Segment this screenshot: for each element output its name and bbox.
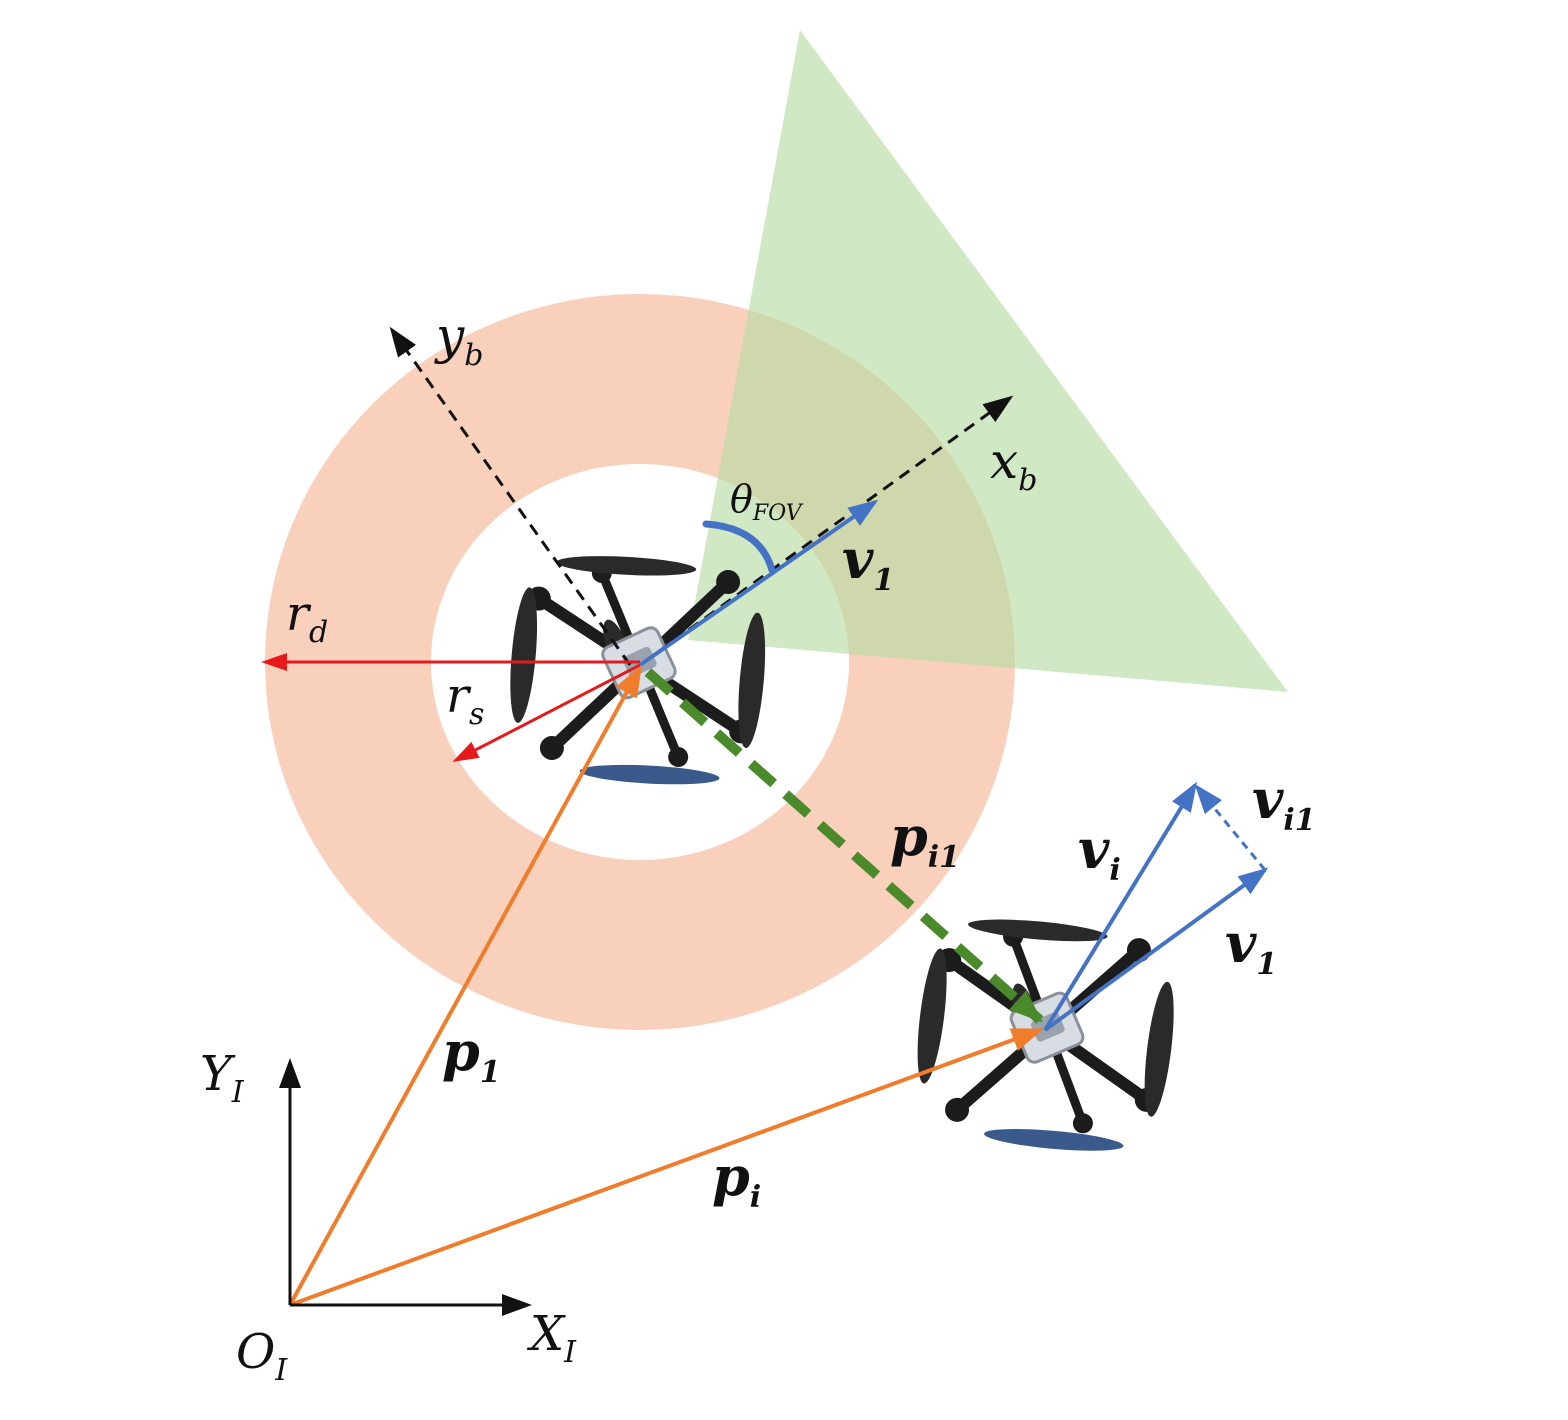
- label-v1-main: v1: [842, 527, 894, 598]
- fov-region: [688, 30, 1288, 692]
- label-p-i1: pi1: [890, 804, 960, 875]
- body-x-axis: [639, 395, 1014, 667]
- quadrotor-drone-icon: [903, 905, 1188, 1166]
- body-y-axis: [389, 326, 632, 666]
- label-O-I: OI: [236, 1324, 288, 1388]
- label-y-b: yb: [434, 307, 483, 373]
- velocity-vi: [1043, 781, 1198, 1032]
- label-p-1: p1: [442, 1019, 501, 1090]
- radius-rs: [452, 663, 641, 762]
- label-v-i1: vi1: [1252, 767, 1316, 838]
- label-r-d: rd: [286, 586, 328, 650]
- position-p1: [288, 664, 642, 1306]
- label-r-s: rs: [446, 668, 484, 732]
- label-v1-other: v1: [1225, 911, 1277, 982]
- position-pi: [289, 1028, 1044, 1307]
- label-p-i: pi: [712, 1144, 761, 1215]
- label-theta-fov: θFOV: [730, 477, 804, 526]
- fov-angle-arc: [702, 520, 776, 574]
- label-X-I: XI: [526, 1306, 577, 1370]
- velocity-vi1: [1194, 783, 1267, 871]
- velocity-v1-other: [1043, 867, 1269, 1032]
- label-x-b: xb: [990, 432, 1037, 498]
- relative-position-pi1: [644, 668, 1044, 1024]
- velocity-v1-main: [638, 499, 879, 667]
- label-v-i: vi: [1078, 817, 1121, 888]
- label-Y-I: YI: [200, 1046, 245, 1110]
